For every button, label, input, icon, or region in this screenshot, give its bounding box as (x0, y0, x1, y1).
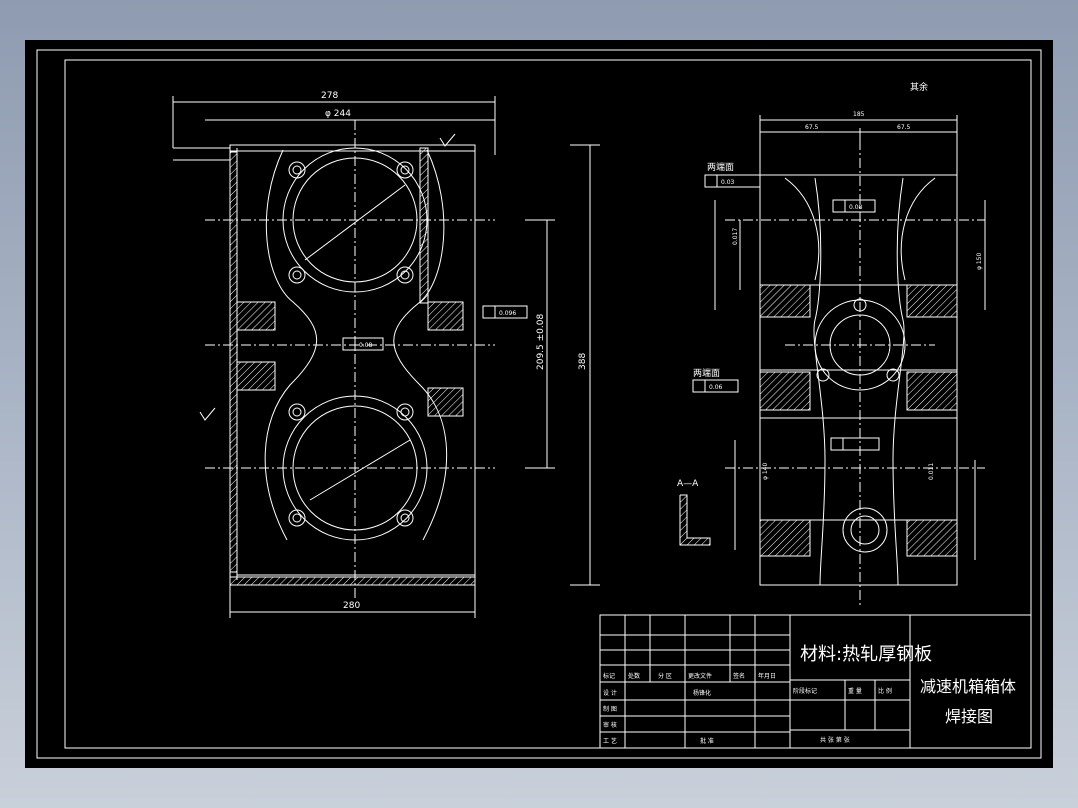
dim-bottom-width: 280 (343, 601, 360, 611)
tb-weight: 重 量 (848, 687, 862, 695)
roughness-note: 其余 (910, 81, 928, 93)
dim-bore-bottom: φ 140 (762, 463, 769, 481)
material-text: 材料:热轧厚钢板 (800, 644, 932, 665)
dim-overall-width-top: 278 (321, 91, 338, 101)
dim-flange-inner: φ 244 (325, 109, 351, 119)
tb-row-design: 设 计 (603, 689, 617, 697)
tb-header-0: 标记 (603, 672, 615, 680)
part-name-line1: 减速机箱箱体 (920, 677, 1016, 696)
section-label-aa: A—A (677, 479, 699, 489)
tol-frame-perp-2: 0.096 (499, 310, 516, 317)
drawing-inner-border (64, 59, 1032, 749)
side-view (679, 115, 986, 605)
tol-frame-parallel-1: 0.03 (721, 179, 735, 186)
material-label: 材料:热轧厚钢板 (800, 644, 932, 665)
tb-row-review: 审 核 (603, 721, 617, 729)
dim-bore-top: φ 150 (976, 253, 983, 271)
dim-right-half-right: 67.5 (897, 124, 911, 131)
title-block (599, 614, 1032, 749)
end-face-label-mid: 两端面 (693, 367, 720, 379)
dim-tol-a: 0.017 (732, 228, 739, 245)
tol-frame-perp-1: 0.08 (359, 342, 373, 349)
tb-header-3: 更改文件 (688, 672, 712, 680)
dim-right-width: 185 (853, 111, 865, 118)
part-name-line2: 焊接图 (945, 707, 993, 726)
tb-header-4: 签名 (733, 672, 745, 680)
tb-header-2: 分 区 (658, 672, 672, 680)
end-face-label-top: 两端面 (707, 161, 734, 173)
drawing-outer-border (36, 49, 1042, 759)
tol-frame-parallel-2: 0.06 (709, 384, 723, 391)
cad-viewport[interactable]: 278 φ 244 280 388 209.5 ±0.08 0.08 0.096 (25, 40, 1053, 768)
tb-sheet-info: 共 张 第 张 (820, 736, 850, 744)
tb-header-5: 年月日 (758, 672, 776, 680)
front-view (172, 96, 600, 618)
tb-designer: 杨锋化 (693, 689, 711, 697)
dim-center-distance: 209.5 ±0.08 (536, 314, 546, 370)
tol-frame-parallel-3: 0.08 (849, 204, 863, 211)
tb-stage-mark: 阶段标记 (793, 687, 817, 695)
tb-row-drawing: 制 图 (603, 705, 617, 713)
tb-scale: 比 例 (878, 687, 892, 695)
welding-drawing: 278 φ 244 280 388 209.5 ±0.08 0.08 0.096 (36, 49, 1042, 759)
dim-tol-b: 0.011 (928, 463, 935, 480)
tb-row-process: 工 艺 (603, 737, 617, 745)
dim-right-half-left: 67.5 (805, 124, 819, 131)
tb-approver: 批 准 (700, 737, 714, 745)
dim-overall-height: 388 (578, 353, 588, 370)
tb-header-1: 处数 (628, 672, 640, 680)
